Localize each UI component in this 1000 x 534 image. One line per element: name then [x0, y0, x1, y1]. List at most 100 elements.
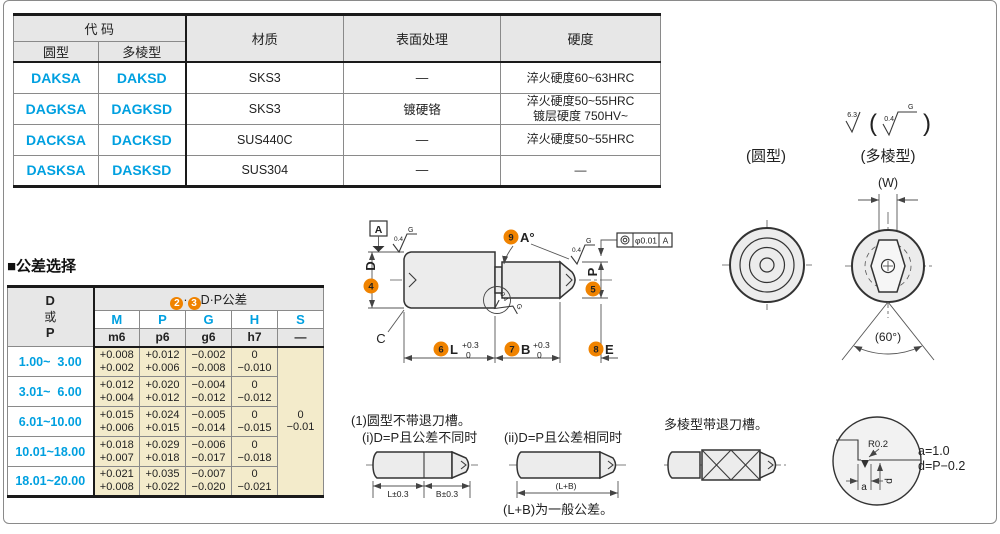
- tol-cell: +0.008+0.002: [93, 346, 140, 377]
- tol-cell-s-merged: 0−0.01: [277, 346, 324, 497]
- center-drill-mark: [408, 272, 417, 288]
- tolerance-lower: 0: [537, 350, 542, 360]
- roughness-value: 0.4: [572, 247, 581, 254]
- main-pin-drawing: A 0.4 G D 4 9 A° 0.4 G: [363, 220, 673, 363]
- multi-view-title: (多棱型): [861, 148, 916, 165]
- tol-cell: +0.029+0.018: [139, 436, 186, 467]
- tol-lower: −0.010: [237, 361, 272, 374]
- dim-label-l: L: [450, 342, 458, 357]
- badge-7: [504, 341, 520, 357]
- tol-upper: +0.015: [99, 408, 134, 421]
- tol-upper: −0.007: [191, 468, 226, 481]
- fit-letter: G: [185, 310, 232, 329]
- concentricity-icon: [620, 235, 630, 245]
- code-multi[interactable]: DAKSD: [98, 61, 186, 94]
- sketch-case-ii: (L+B): [509, 450, 626, 498]
- badge-6-number: 6: [438, 345, 443, 356]
- tol-cell: 0−0.018: [231, 436, 278, 467]
- dim-label-angle: A°: [520, 230, 535, 245]
- groove-notch: [861, 460, 869, 468]
- surface-cell: —: [343, 123, 501, 156]
- groove-detail-circle: [483, 286, 511, 314]
- radius-label: R0.2: [868, 439, 888, 450]
- range-cell: 6.01~10.00: [7, 406, 95, 437]
- pin-groove: [494, 266, 503, 294]
- tol-upper: +0.024: [145, 408, 180, 421]
- tol-upper: −0.004: [191, 378, 226, 391]
- tol-lower: −0.012: [237, 391, 272, 404]
- hardness-line: —: [574, 162, 587, 177]
- tol-upper: +0.012: [99, 378, 134, 391]
- code-round[interactable]: DAGKSA: [13, 92, 99, 125]
- tol-cell: +0.021+0.008: [93, 466, 140, 497]
- range-cell: 3.01~ 6.00: [7, 376, 95, 407]
- tol-upper: +0.018: [99, 438, 134, 451]
- grind-mark: G: [408, 227, 413, 234]
- note-general-tolerance: (L+B)为一般公差。: [503, 502, 614, 517]
- fit-grade: g6: [185, 328, 232, 348]
- tol-upper: +0.020: [145, 378, 180, 391]
- grind-mark: G: [514, 303, 523, 311]
- tol-cell: +0.012+0.004: [93, 376, 140, 407]
- material-cell: SKS3: [184, 61, 344, 94]
- page-frame: [3, 0, 997, 524]
- sketch-case-i: L±0.3 B±0.3: [366, 450, 478, 499]
- header-surface: 表面处理: [343, 14, 501, 63]
- tol-lower: +0.002: [99, 361, 134, 374]
- tol-cell: +0.015+0.006: [93, 406, 140, 437]
- datum-label: A: [375, 224, 383, 236]
- material-cell: SUS304: [184, 154, 344, 187]
- hardness-cell: 淬火硬度50~55HRC: [500, 123, 661, 156]
- tol-upper: −0.002: [191, 349, 226, 362]
- tol-lower: +0.015: [145, 421, 180, 434]
- tol-lower: −0.01: [286, 421, 315, 434]
- fit-grade: —: [277, 328, 324, 348]
- badge-5: [585, 281, 601, 297]
- tol-cell: −0.005−0.014: [185, 406, 232, 437]
- tol-cell: −0.002−0.008: [185, 346, 232, 377]
- badge-4: [363, 278, 379, 294]
- p-label: P: [45, 324, 55, 340]
- tol-lower: −0.012: [191, 391, 226, 404]
- tol-upper: 0: [251, 468, 258, 481]
- knurl-section: [701, 449, 761, 481]
- fit-grade: h7: [231, 328, 278, 348]
- tolerance-section-title: ■公差选择: [7, 258, 77, 275]
- code-round[interactable]: DACKSA: [13, 123, 99, 156]
- dim-label-w: (W): [878, 176, 898, 190]
- hardness-line: 淬火硬度50~55HRC: [526, 132, 635, 147]
- material-cell: SUS440C: [184, 123, 344, 156]
- fit-grade: p6: [139, 328, 186, 348]
- tol-lower: +0.004: [99, 391, 134, 404]
- tol-lower: +0.008: [99, 481, 134, 493]
- code-table: 代 码 材质 表面处理 硬度 圆型 多棱型 DAKSA DAKSD SKS3 —…: [13, 13, 661, 188]
- sketch-multi-lobe-pin: [664, 449, 786, 481]
- code-multi[interactable]: DASKSD: [98, 154, 186, 187]
- tol-lower: −0.020: [191, 481, 226, 493]
- badge-5-number: 5: [590, 285, 596, 296]
- hardness-cell: —: [500, 154, 661, 187]
- badge-2: 2: [170, 296, 184, 310]
- paren-close: ): [923, 110, 931, 137]
- tol-cell: −0.007−0.020: [185, 466, 232, 497]
- code-round[interactable]: DAKSA: [13, 61, 99, 94]
- hardness-cell: 淬火硬度60~63HRC: [500, 61, 661, 94]
- tol-lower: +0.018: [145, 451, 180, 464]
- code-round[interactable]: DASKSA: [13, 154, 99, 187]
- paren-open: (: [869, 110, 877, 137]
- tol-cell: +0.020+0.012: [139, 376, 186, 407]
- tol-lower: −0.015: [237, 421, 272, 434]
- tol-cell: +0.035+0.022: [139, 466, 186, 497]
- pin-body-small: [501, 261, 561, 299]
- round-end-view: (圆型): [722, 148, 812, 310]
- range-cell: 18.01~20.00: [7, 466, 95, 497]
- tolerance-upper: +0.3: [533, 340, 550, 350]
- note-case-ii: (ii)D=P且公差相同时: [504, 430, 623, 445]
- tol-lower: −0.014: [191, 421, 226, 434]
- header-material: 材质: [184, 14, 344, 63]
- header-multi: 多棱型: [98, 41, 186, 63]
- tolerance-upper: +0.3: [462, 340, 479, 350]
